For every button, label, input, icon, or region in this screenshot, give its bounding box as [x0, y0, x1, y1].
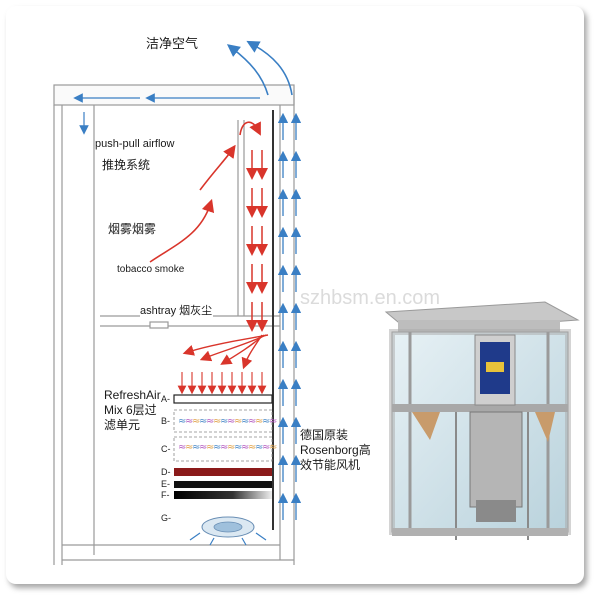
filter-glyph: ≈	[199, 442, 207, 453]
fan-icon	[189, 516, 267, 546]
layer-label-g: G-	[161, 513, 171, 523]
filter-glyph: ≈	[227, 442, 235, 453]
tobacco-smoke-label: tobacco smoke	[117, 264, 185, 275]
red-down-arrows	[246, 150, 268, 332]
layer-a	[173, 394, 273, 404]
push-pull-airflow-label: push-pull airflow	[95, 138, 175, 150]
booth-photo	[378, 298, 580, 548]
smoke-flow-arrows	[149, 121, 261, 263]
filter-glyph: ≈	[185, 442, 193, 453]
filter-glyph: ≈	[241, 416, 249, 427]
filter-glyph: ≈	[206, 442, 214, 453]
filter-unit	[173, 394, 273, 499]
layer-label-f: F-	[161, 490, 170, 500]
filter-glyph: ≈	[213, 416, 221, 427]
layer-label-e: E-	[161, 479, 170, 489]
filter-glyph: ≈	[213, 442, 221, 453]
filter-glyph: ≈	[178, 442, 186, 453]
fan-label: 德国原装Rosenborg高效节能风机	[300, 428, 371, 472]
clean-air-label: 洁净空气	[146, 37, 199, 52]
top-airflow-arrows	[73, 93, 260, 135]
filter-glyph: ≈	[192, 442, 200, 453]
push-pull-system-label: 推挽系统	[102, 158, 151, 172]
filter-unit-label: RefreshAir Mix 6层过滤单元	[104, 388, 161, 432]
layer-f	[174, 491, 272, 499]
layer-e	[174, 481, 272, 488]
filter-glyph: ≈	[192, 416, 200, 427]
filter-red-arrows	[177, 372, 267, 395]
filter-glyph: ≈	[220, 416, 228, 427]
layer-label-a: A-	[161, 394, 170, 404]
filter-glyph: ≈	[269, 416, 277, 427]
layer-b	[173, 409, 273, 433]
ashtray-label: ashtray 烟灰尘	[140, 302, 214, 318]
filter-glyph: ≈	[269, 442, 277, 453]
filter-glyph: ≈	[185, 416, 193, 427]
smoke-cn-label: 烟雾烟雾	[108, 222, 157, 236]
filter-glyph: ≈	[262, 442, 270, 453]
filter-glyph: ≈	[262, 416, 270, 427]
filter-pattern: ≈≈≈≈≈≈≈≈≈≈≈≈≈≈≈≈≈≈≈≈≈≈≈≈≈≈≈≈	[178, 416, 277, 453]
watermark: szhbsm.en.com	[300, 287, 441, 309]
layer-d	[174, 468, 272, 476]
filter-glyph: ≈	[178, 416, 186, 427]
filter-glyph: ≈	[206, 416, 214, 427]
filter-glyph: ≈	[220, 442, 228, 453]
layer-label-c: C-	[161, 444, 171, 454]
filter-glyph: ≈	[227, 416, 235, 427]
layer-c	[173, 436, 273, 462]
clean-air-arrows	[226, 40, 293, 96]
lower-smoke-arrows	[182, 334, 269, 370]
filter-glyph: ≈	[234, 442, 242, 453]
filter-glyph: ≈	[241, 442, 249, 453]
filter-glyph: ≈	[248, 416, 256, 427]
filter-glyph: ≈	[255, 442, 263, 453]
filter-glyph: ≈	[234, 416, 242, 427]
filter-glyph: ≈	[248, 442, 256, 453]
layer-label-d: D-	[161, 467, 171, 477]
filter-glyph: ≈	[199, 416, 207, 427]
layer-label-b: B-	[161, 416, 170, 426]
blue-up-arrows	[277, 112, 302, 520]
filter-glyph: ≈	[255, 416, 263, 427]
